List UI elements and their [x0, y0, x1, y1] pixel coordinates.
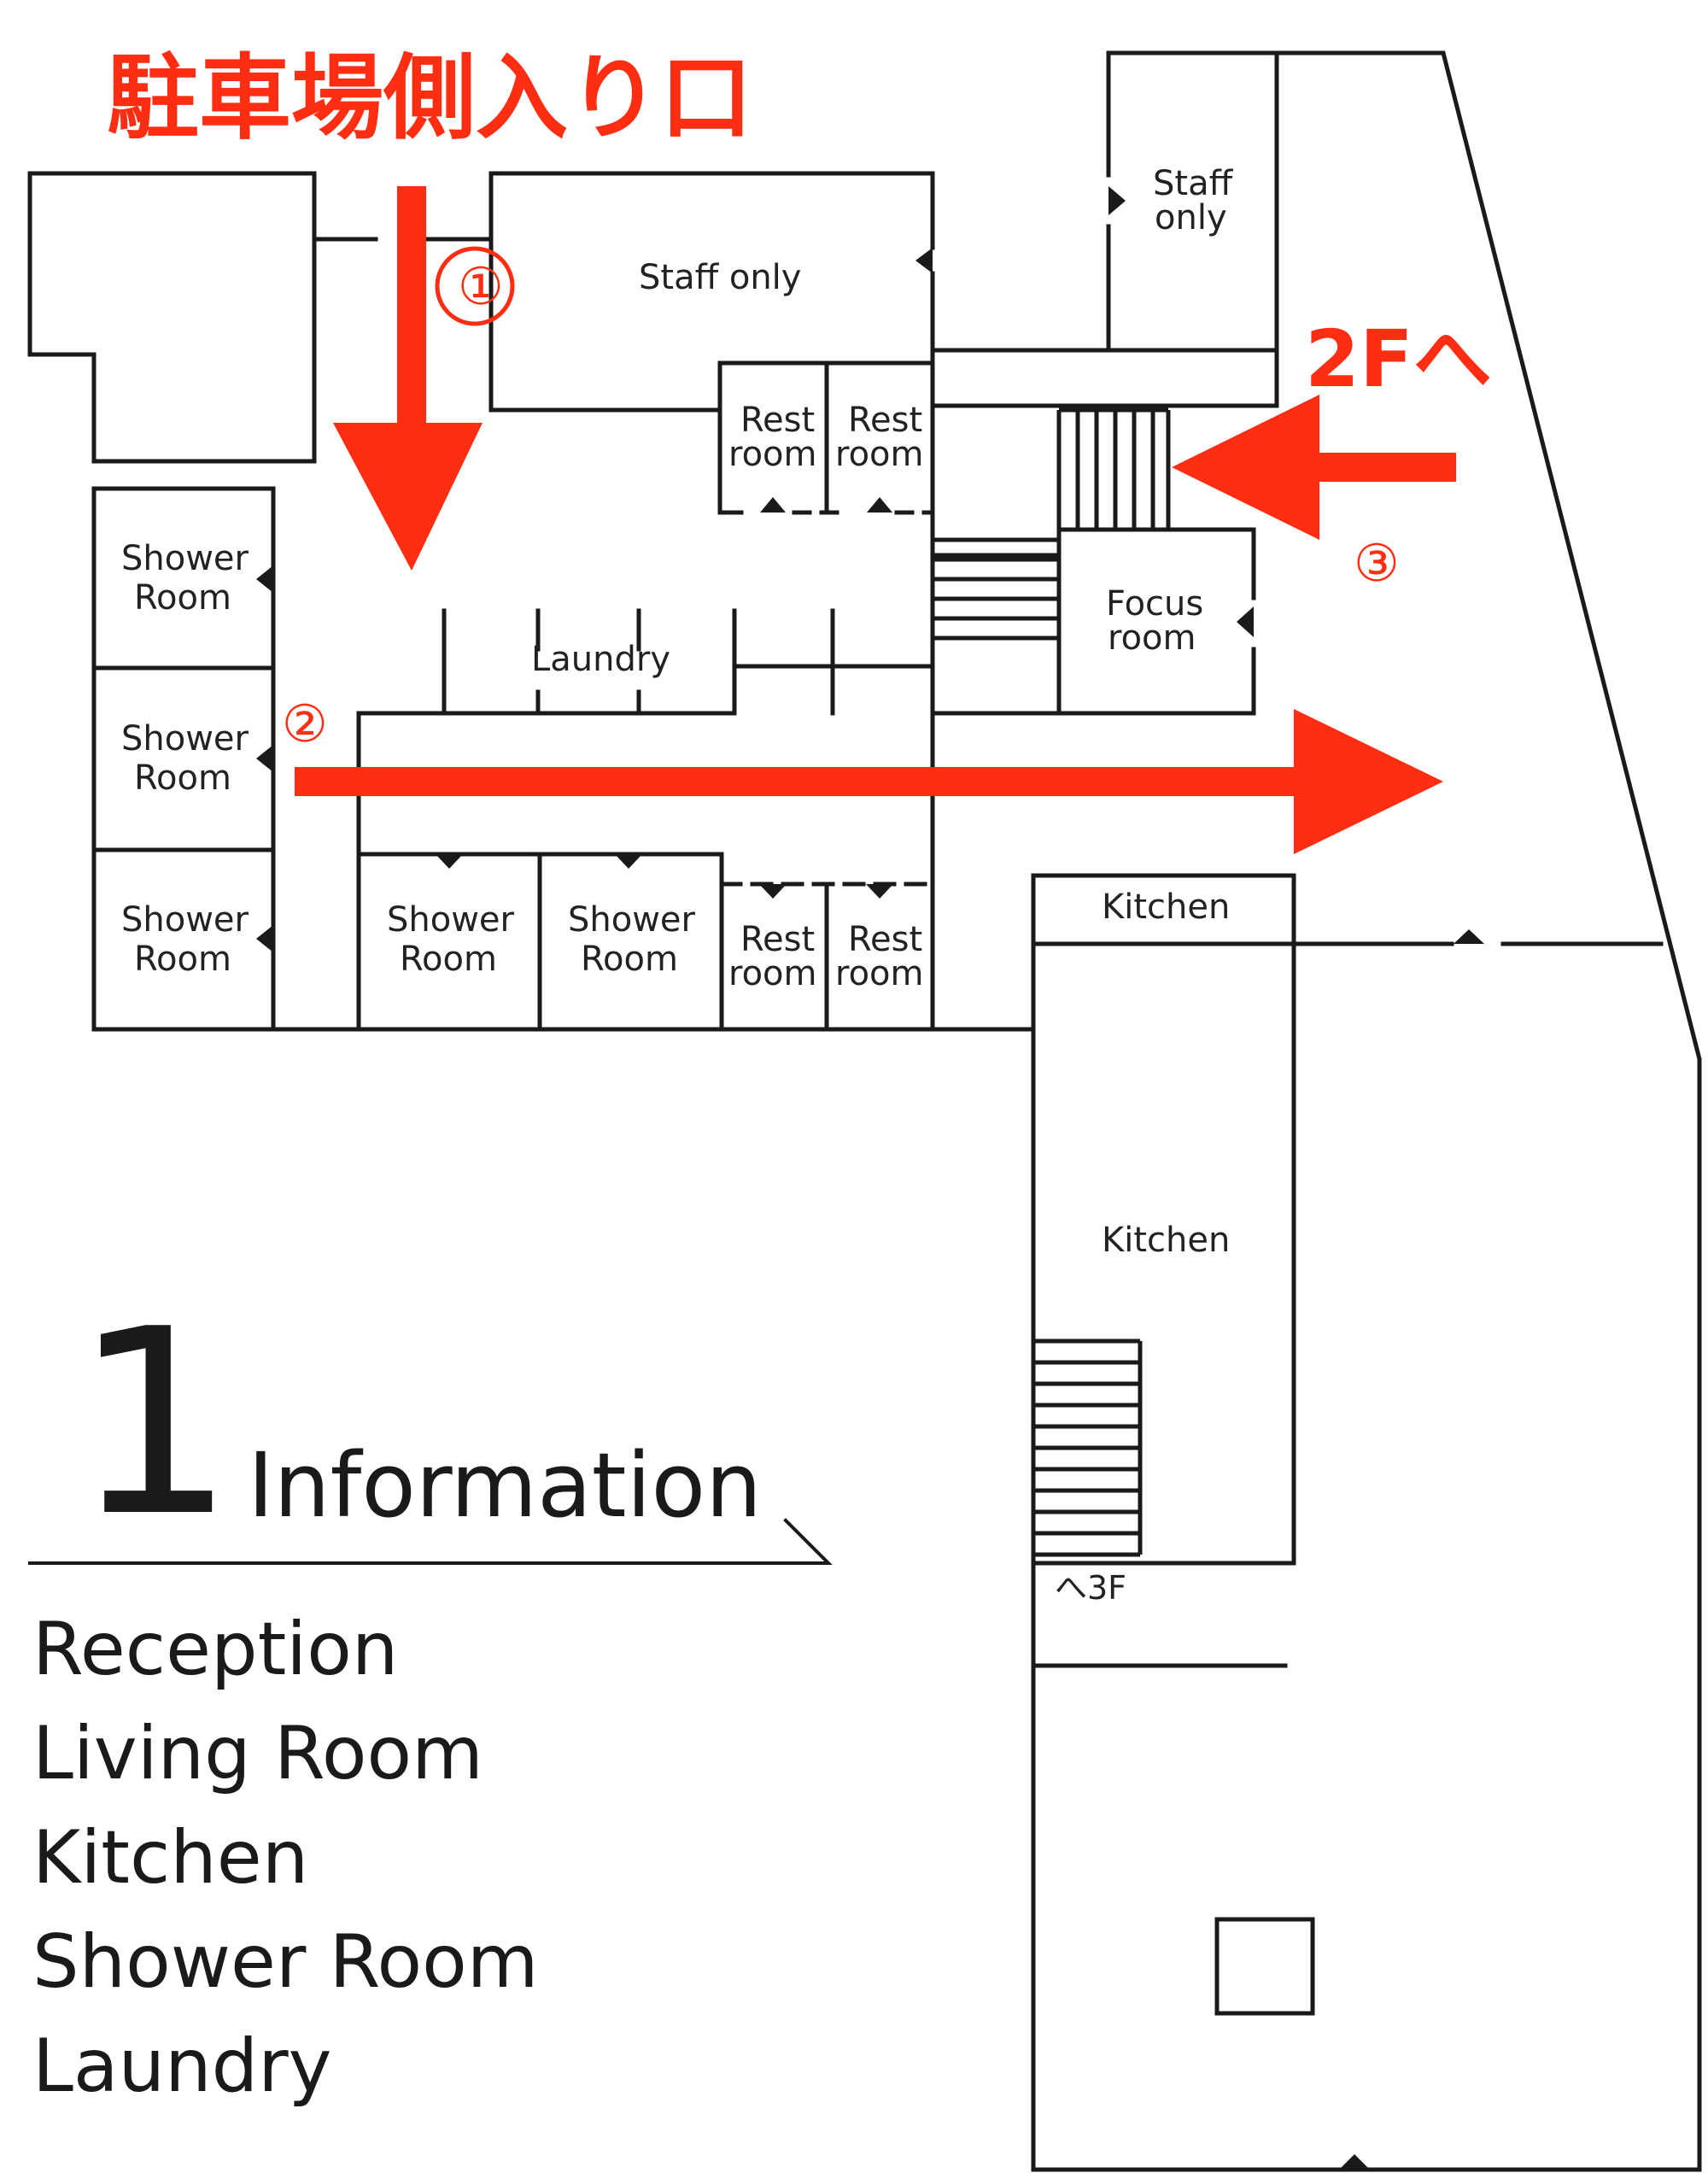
- walls: [27, 50, 1702, 2172]
- rest-room-label: Rest: [848, 401, 922, 440]
- shower-room-label: Shower: [568, 900, 696, 940]
- rest-room-label: Rest: [740, 920, 815, 959]
- floor-info-title: Information: [248, 1433, 762, 1538]
- step-2-label: ②: [282, 694, 328, 754]
- shower-room-label: Shower: [121, 539, 249, 578]
- info-item-reception: Reception: [32, 1607, 398, 1692]
- info-item-laundry: Laundry: [32, 2024, 331, 2109]
- step-3-label: ③: [1354, 534, 1400, 594]
- rest-room-label: Rest: [740, 401, 815, 440]
- rest-room-label: Rest: [848, 920, 922, 959]
- info-divider: [28, 1518, 833, 1565]
- shower-room-label: Room: [134, 940, 231, 979]
- info-item-shower-room: Shower Room: [32, 1919, 539, 2005]
- info-item-kitchen: Kitchen: [32, 1815, 308, 1901]
- shower-room-label: Shower: [121, 719, 249, 759]
- focus-room-label: Focus: [1106, 584, 1203, 624]
- floor-number: 1: [73, 1274, 236, 1573]
- shower-room-label: Room: [134, 759, 231, 798]
- info-item-living-room: Living Room: [32, 1711, 483, 1796]
- step-1-label: ①: [458, 257, 504, 317]
- kitchen-label: Kitchen: [1102, 1221, 1230, 1260]
- kitchen-label: Kitchen: [1102, 887, 1230, 927]
- route-arrow-icon: [295, 186, 1456, 854]
- staff-only-side-label-line2: only: [1155, 198, 1227, 237]
- rest-room-label: room: [728, 435, 816, 474]
- laundry-label: Laundry: [531, 640, 670, 679]
- rest-room-label: room: [835, 954, 923, 993]
- shower-room-label: Room: [134, 578, 231, 618]
- stairs-icon: [933, 407, 1171, 1557]
- shower-room-label: Shower: [121, 900, 249, 940]
- parking-entrance-label: 駐車場側入り口: [107, 45, 752, 152]
- rest-room-label: room: [835, 435, 923, 474]
- staff-only-label: Staff only: [639, 258, 801, 297]
- rest-room-label: room: [728, 954, 816, 993]
- to-3f-label: へ3F: [1055, 1569, 1126, 1607]
- step-1-circle: [435, 246, 515, 326]
- shower-room-label: Room: [581, 940, 678, 979]
- shower-room-label: Shower: [387, 900, 515, 940]
- door-arrow-icon: [256, 186, 1484, 2170]
- shower-room-label: Room: [400, 940, 497, 979]
- to-2f-label: 2Fへ: [1305, 313, 1492, 405]
- staff-only-side-label-line1: Staff: [1153, 164, 1234, 203]
- focus-room-label: room: [1108, 618, 1196, 658]
